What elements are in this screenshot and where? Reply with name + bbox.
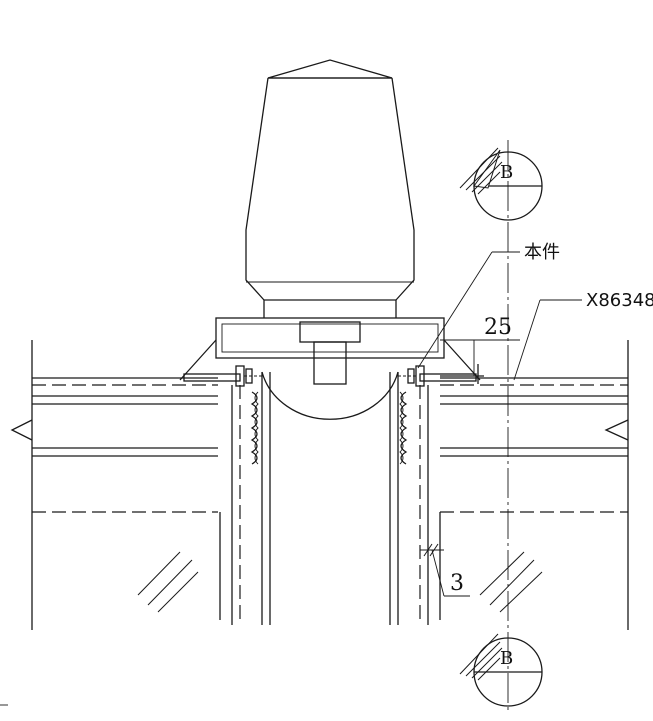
dimension-25 xyxy=(440,339,520,376)
dome xyxy=(261,371,399,420)
spring-right xyxy=(399,391,408,465)
mounting-bracket xyxy=(179,317,481,385)
section-hatch-right xyxy=(479,551,543,613)
part-number-label: X86348 xyxy=(586,290,653,311)
rail-section xyxy=(10,340,629,630)
section-marker-bottom: B xyxy=(459,633,543,707)
dimension-label-25: 25 xyxy=(484,315,512,340)
lamp-housing xyxy=(245,59,415,318)
dimension-label-3: 3 xyxy=(450,571,464,596)
part-label: 本件 xyxy=(524,242,560,263)
leader-part-number xyxy=(513,299,582,381)
bolt-right xyxy=(398,364,484,387)
bolt-left xyxy=(183,365,262,387)
pole xyxy=(231,372,429,625)
section-hatch-left xyxy=(137,551,199,613)
leader-part xyxy=(417,251,520,369)
spring-left xyxy=(250,391,259,465)
section-label-top: B xyxy=(500,162,513,183)
section-label-bottom: B xyxy=(500,648,513,669)
dimension-3 xyxy=(420,543,470,597)
section-marker-top: B xyxy=(459,147,543,221)
